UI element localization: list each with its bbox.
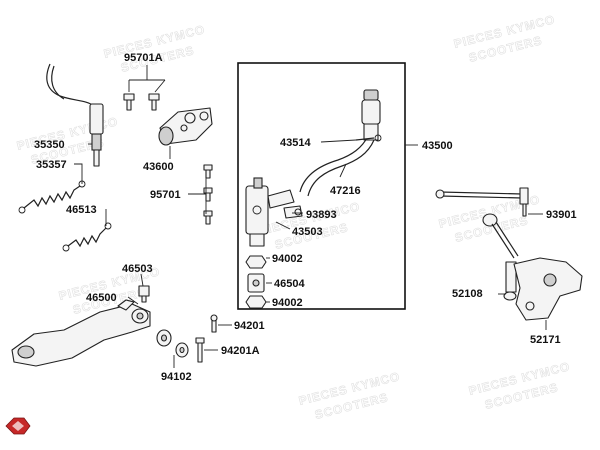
part-47216-hose xyxy=(299,123,379,197)
part-43514-clip xyxy=(355,134,382,142)
brand-logo-icon xyxy=(5,417,31,435)
label-52171: 52171 xyxy=(530,334,561,346)
label-46503: 46503 xyxy=(122,263,153,275)
label-93893: 93893 xyxy=(306,209,337,221)
part-46503-pin xyxy=(138,285,150,303)
label-94201: 94201 xyxy=(234,320,265,332)
part-94102-washers xyxy=(156,329,189,358)
part-46500-pedal xyxy=(11,299,151,367)
part-35350-switch xyxy=(46,63,104,167)
label-46513: 46513 xyxy=(66,204,97,216)
part-52171-bracket xyxy=(513,257,583,321)
label-47216: 47216 xyxy=(330,185,361,197)
label-93901: 93901 xyxy=(546,209,577,221)
label-46504: 46504 xyxy=(274,278,305,290)
part-43600-valve xyxy=(158,107,213,146)
part-94201-pin xyxy=(210,314,218,333)
leader-lines xyxy=(74,65,547,368)
part-43503-master-cylinder xyxy=(245,177,295,247)
part-52108-link xyxy=(482,213,519,301)
label-43600: 43600 xyxy=(143,161,174,173)
part-labels: 95701A 35350 43600 35357 95701 46513 465… xyxy=(34,52,577,383)
part-46504-clevis xyxy=(247,273,265,293)
part-reservoir xyxy=(361,89,381,125)
label-52108: 52108 xyxy=(452,288,483,300)
label-43503: 43503 xyxy=(292,226,323,238)
assembly-frame xyxy=(237,62,406,310)
part-46513-spring xyxy=(62,222,112,252)
label-94002-lower: 94002 xyxy=(272,297,303,309)
part-94002-nut-upper xyxy=(245,255,267,269)
part-93901-rod xyxy=(435,187,529,217)
label-94002-upper: 94002 xyxy=(272,253,303,265)
label-94102: 94102 xyxy=(161,371,192,383)
part-94002-nut-lower xyxy=(245,295,267,309)
label-43514: 43514 xyxy=(280,137,311,149)
label-95701A: 95701A xyxy=(124,52,163,64)
label-43500: 43500 xyxy=(422,140,453,152)
part-95701A-bolts xyxy=(123,93,160,111)
label-35357: 35357 xyxy=(36,159,67,171)
label-94201A: 94201A xyxy=(221,345,260,357)
label-35350: 35350 xyxy=(34,139,65,151)
label-95701: 95701 xyxy=(150,189,181,201)
part-94201A-pin xyxy=(195,337,205,363)
label-46500: 46500 xyxy=(86,292,117,304)
part-93893-fitting xyxy=(283,205,303,219)
part-95701-bolts xyxy=(203,164,213,225)
part-35357-spring xyxy=(18,180,86,214)
